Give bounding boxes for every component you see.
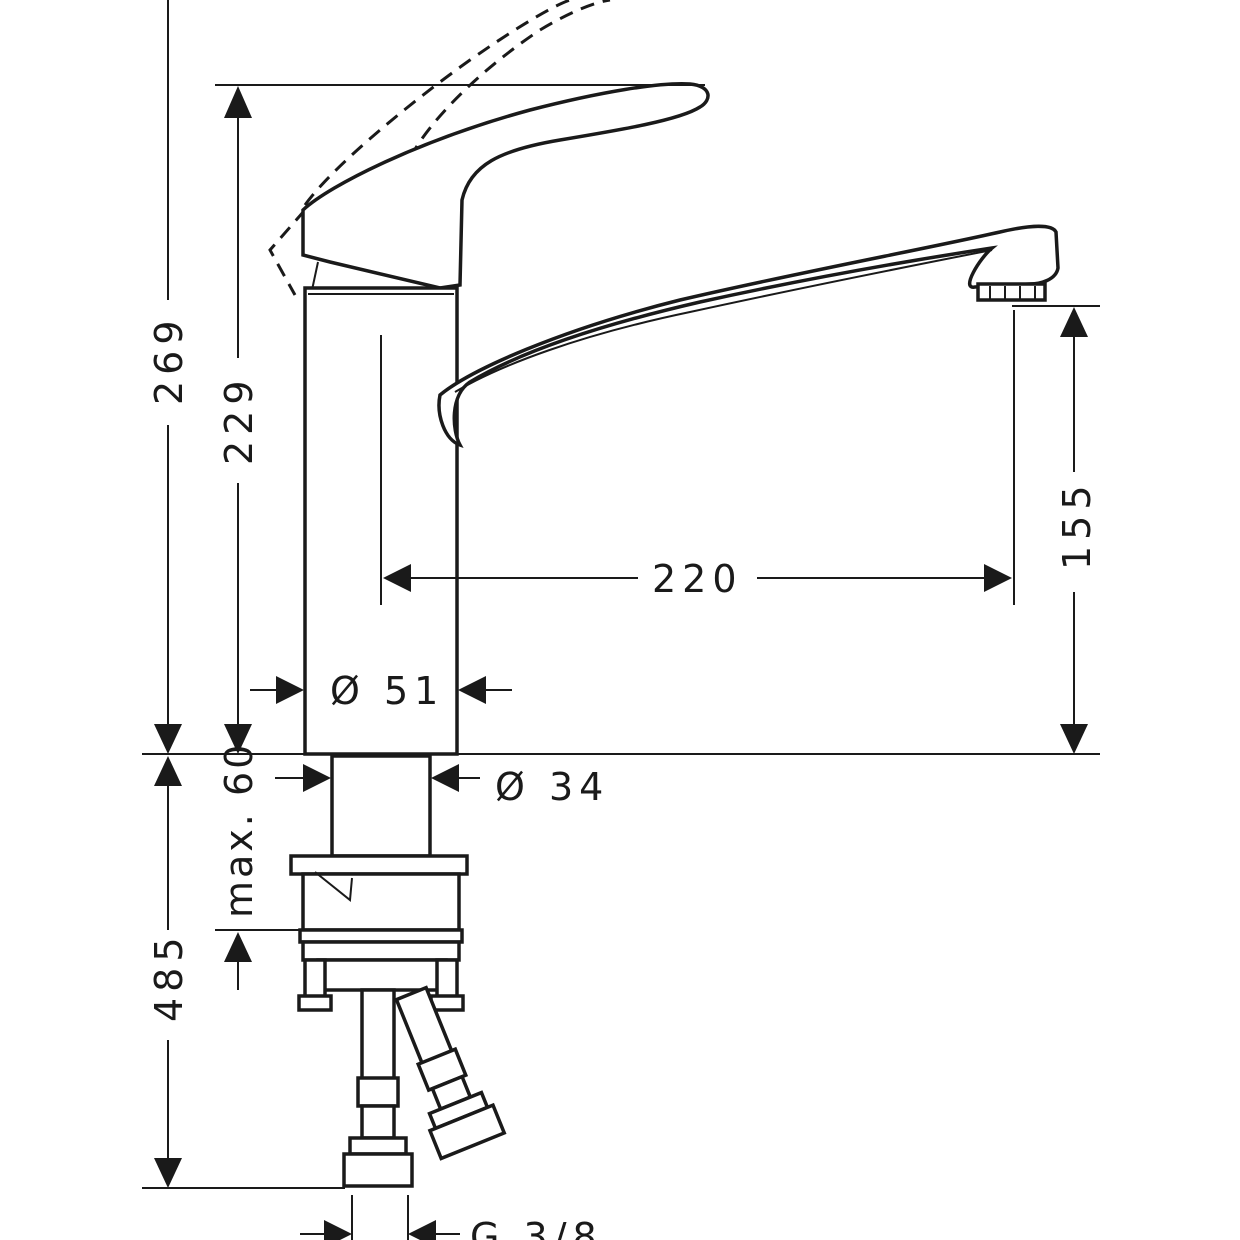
dim-51-label: Ø 51: [330, 669, 444, 713]
dimension-spout-reach: 220: [380, 310, 1015, 605]
dimension-spout-height: 155: [1012, 305, 1100, 754]
dim-thread-label: G 3/8: [470, 1215, 603, 1240]
dim-34-label: Ø 34: [495, 765, 609, 809]
dim-229-label: 229: [217, 374, 261, 465]
supply-hoses: [342, 985, 507, 1188]
dim-155-label: 155: [1055, 479, 1099, 570]
spout: [437, 224, 1060, 449]
dimension-total-height: 269: [147, 0, 191, 754]
dim-485-label: 485: [147, 931, 191, 1022]
dimension-connection-thread: G 3/8: [300, 1195, 603, 1240]
dimension-shank-diameter: Ø 34: [275, 764, 609, 809]
dimension-hose-length: 485: [142, 756, 345, 1189]
dimension-counter-thickness: max. 60: [215, 742, 300, 990]
dim-220-label: 220: [652, 557, 743, 601]
lever-handle: [301, 81, 710, 291]
mounting-hardware: [289, 754, 469, 1012]
dim-max60-label: max. 60: [217, 742, 261, 918]
dim-269-label: 269: [147, 314, 191, 405]
dimension-body-height: 229: [215, 84, 705, 754]
lever-raised-outline: [268, 0, 611, 296]
dimension-body-diameter: Ø 51: [250, 669, 512, 713]
